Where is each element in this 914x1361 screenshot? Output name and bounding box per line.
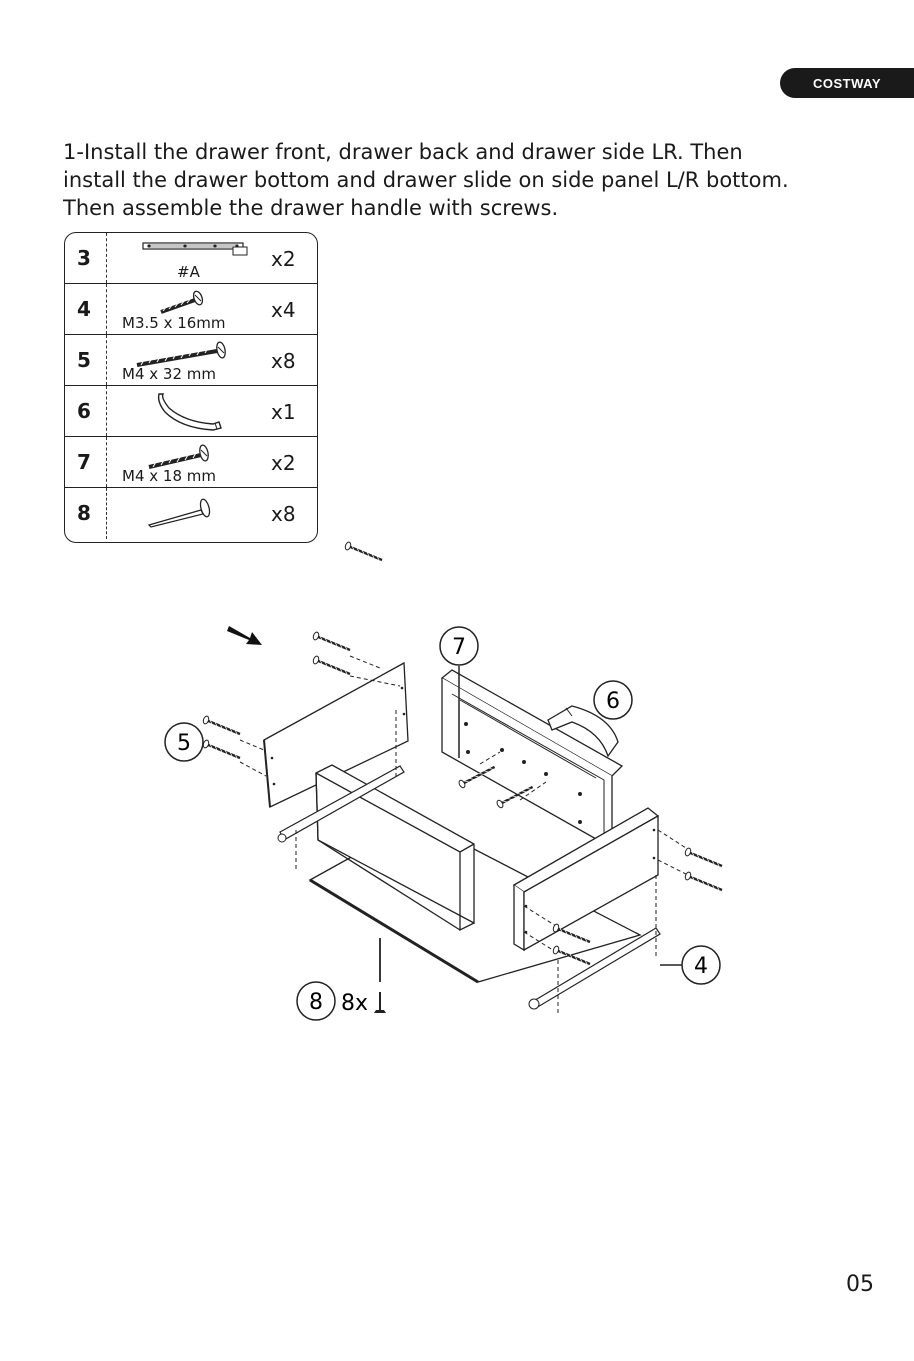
nail-count-label: 8x [341, 991, 368, 1016]
callout-8-label: 8 [309, 990, 323, 1015]
callout-8: 8 8x [297, 938, 386, 1020]
callout-5-label: 5 [177, 731, 191, 756]
callout-6: 6 [594, 681, 632, 719]
callout-5: 5 [165, 723, 203, 761]
part-row-4: 4 M3.5 x 16mm x4 [65, 284, 317, 335]
part-row-7: 7 M4 x 18 mm x2 [65, 437, 317, 488]
screw-icon [312, 655, 350, 674]
loose-screw-icon [344, 541, 382, 560]
part-quantity: x4 [271, 298, 296, 322]
part-row-6: 6 x1 [65, 386, 317, 437]
brand-logo: COSTWAY [780, 68, 914, 98]
part-quantity: x8 [271, 502, 296, 526]
nail-icon [374, 992, 386, 1013]
parts-list: 3 #A x2 4 M3.5 x 16mm x4 5 [64, 232, 318, 543]
part-quantity: x1 [271, 400, 296, 424]
part-spec: M3.5 x 16mm [122, 314, 226, 332]
screw-icon [684, 871, 722, 890]
instruction-line-3: Then assemble the drawer handle with scr… [63, 194, 863, 222]
part-quantity: x8 [271, 349, 296, 373]
callout-4-label: 4 [694, 954, 708, 979]
screw-icon [684, 847, 722, 866]
instruction-line-1: 1-Install the drawer front, drawer back … [63, 138, 863, 166]
screw-icon [202, 739, 240, 758]
part-quantity: x2 [271, 451, 296, 475]
instruction-text: 1-Install the drawer front, drawer back … [63, 138, 863, 222]
page-number: 05 [846, 1272, 874, 1297]
part-row-5: 5 M4 x 32 mm x8 [65, 335, 317, 386]
part-spec: M4 x 32 mm [122, 365, 216, 383]
callout-7-label: 7 [452, 635, 466, 660]
callout-6-label: 6 [606, 689, 620, 714]
instruction-line-2: install the drawer bottom and drawer sli… [63, 166, 863, 194]
screw-icon [202, 715, 240, 734]
callout-4: 4 [660, 946, 720, 984]
part-spec: #A [177, 263, 200, 281]
direction-arrow-icon [227, 626, 262, 645]
part-spec: M4 x 18 mm [122, 467, 216, 485]
screw-icon [312, 631, 350, 650]
part-quantity: x2 [271, 247, 296, 271]
part-row-3: 3 #A x2 [65, 233, 317, 284]
assembly-diagram: 7 6 5 4 8 8x [0, 530, 914, 1050]
